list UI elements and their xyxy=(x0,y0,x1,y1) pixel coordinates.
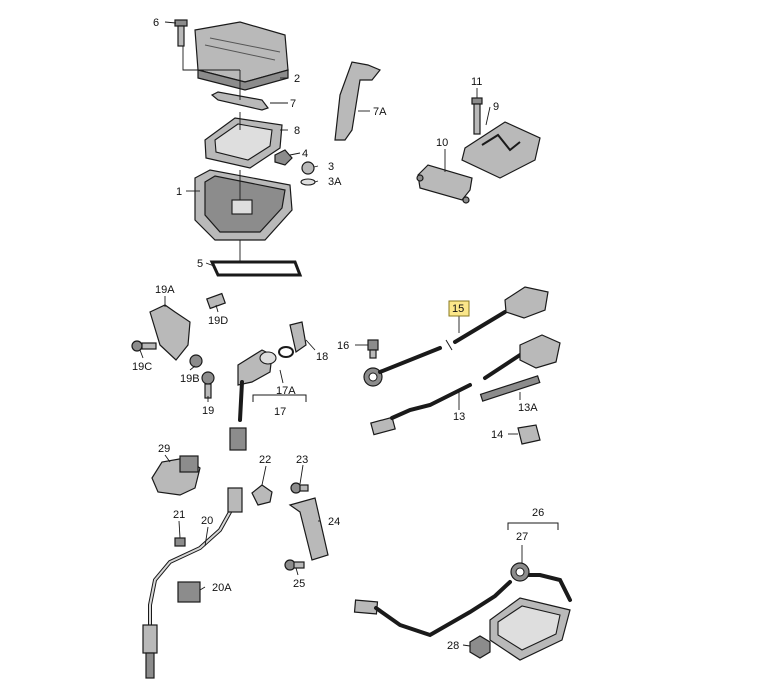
housing-1 xyxy=(194,169,293,241)
bracket-10 xyxy=(416,164,473,204)
bolt-6 xyxy=(174,19,188,47)
control-unit-housing-group xyxy=(174,19,316,277)
callout-7A[interactable]: 7A xyxy=(373,106,387,118)
o-ring-17A xyxy=(278,346,294,358)
sensor-mounting-group-19 xyxy=(131,292,226,399)
callout-20[interactable]: 20 xyxy=(201,515,213,527)
cover-2 xyxy=(194,21,289,91)
knock-sensor-15 xyxy=(363,286,549,387)
callout-10[interactable]: 10 xyxy=(436,137,448,149)
callout-21[interactable]: 21 xyxy=(173,509,185,521)
bolt-16 xyxy=(367,339,379,359)
nut-3 xyxy=(301,161,315,175)
gasket-20A xyxy=(177,581,201,603)
callout-11[interactable]: 11 xyxy=(471,76,482,88)
callout-3A[interactable]: 3A xyxy=(328,176,342,188)
module-9 xyxy=(461,121,541,179)
callout-25[interactable]: 25 xyxy=(293,578,305,590)
callout-23[interactable]: 23 xyxy=(296,454,308,466)
callout-17A[interactable]: 17A xyxy=(276,385,296,397)
bracket-22 xyxy=(251,484,273,506)
callout-26[interactable]: 26 xyxy=(532,507,544,519)
clip-4 xyxy=(274,149,293,166)
gasket-18 xyxy=(289,321,307,354)
callout-13A[interactable]: 13A xyxy=(518,402,538,414)
callout-1[interactable]: 1 xyxy=(176,186,182,198)
callout-labels: 6 2 7 8 4 3 3A 1 5 7A 11 9 10 19A 19D 19… xyxy=(132,17,544,652)
callout-29[interactable]: 29 xyxy=(158,443,170,455)
exhaust-temperature-sensor-20 xyxy=(142,487,243,679)
callout-15[interactable]: 15 xyxy=(452,303,464,315)
bracket-24 xyxy=(288,497,329,561)
callout-16[interactable]: 16 xyxy=(337,340,349,352)
callout-3[interactable]: 3 xyxy=(328,161,334,173)
bolt-11 xyxy=(471,97,483,135)
callout-19A[interactable]: 19A xyxy=(155,284,175,296)
bracket-7A xyxy=(334,61,381,141)
callout-24[interactable]: 24 xyxy=(328,516,340,528)
grommet-27 xyxy=(515,567,525,577)
callout-4[interactable]: 4 xyxy=(302,148,308,160)
callout-27[interactable]: 27 xyxy=(516,531,528,543)
callout-20A[interactable]: 20A xyxy=(212,582,232,594)
callout-19D[interactable]: 19D xyxy=(208,315,228,327)
bracket-19A xyxy=(149,304,191,361)
leader-lines xyxy=(139,21,523,647)
bolt-19 xyxy=(201,371,215,399)
callout-9[interactable]: 9 xyxy=(493,101,499,113)
callout-7[interactable]: 7 xyxy=(290,98,296,110)
callout-8[interactable]: 8 xyxy=(294,125,300,137)
callout-2[interactable]: 2 xyxy=(294,73,300,85)
callout-6[interactable]: 6 xyxy=(153,17,159,29)
speed-sensor-17 xyxy=(229,349,277,451)
bolt-19D xyxy=(206,292,226,310)
callout-15-highlight xyxy=(448,300,470,317)
callout-28[interactable]: 28 xyxy=(447,640,459,652)
callout-19[interactable]: 19 xyxy=(202,405,214,417)
callout-13[interactable]: 13 xyxy=(453,411,465,423)
bolt-23 xyxy=(290,482,309,494)
sleeve-13A xyxy=(479,375,541,402)
callout-17[interactable]: 17 xyxy=(274,406,286,418)
oxygen-sensor-13 xyxy=(370,334,561,436)
callout-19B[interactable]: 19B xyxy=(180,373,200,385)
gasket-5 xyxy=(209,260,303,277)
clip-7 xyxy=(210,91,269,111)
callout-19C[interactable]: 19C xyxy=(132,361,152,373)
connector-14 xyxy=(517,424,541,445)
callout-22[interactable]: 22 xyxy=(259,454,271,466)
bolt-19C xyxy=(131,340,157,352)
bolt-19B xyxy=(189,354,203,368)
module-8 xyxy=(204,117,283,169)
control-unit-group-9-10 xyxy=(416,97,541,204)
washer-3A xyxy=(300,178,316,186)
callout-14[interactable]: 14 xyxy=(491,429,503,441)
nox-sensor-26 xyxy=(353,562,572,661)
bolt-25 xyxy=(284,559,305,571)
sensor-29 xyxy=(151,455,201,496)
callout-5[interactable]: 5 xyxy=(197,258,203,270)
callout-18[interactable]: 18 xyxy=(316,351,328,363)
nut-28 xyxy=(469,635,491,659)
clip-21 xyxy=(174,537,186,547)
